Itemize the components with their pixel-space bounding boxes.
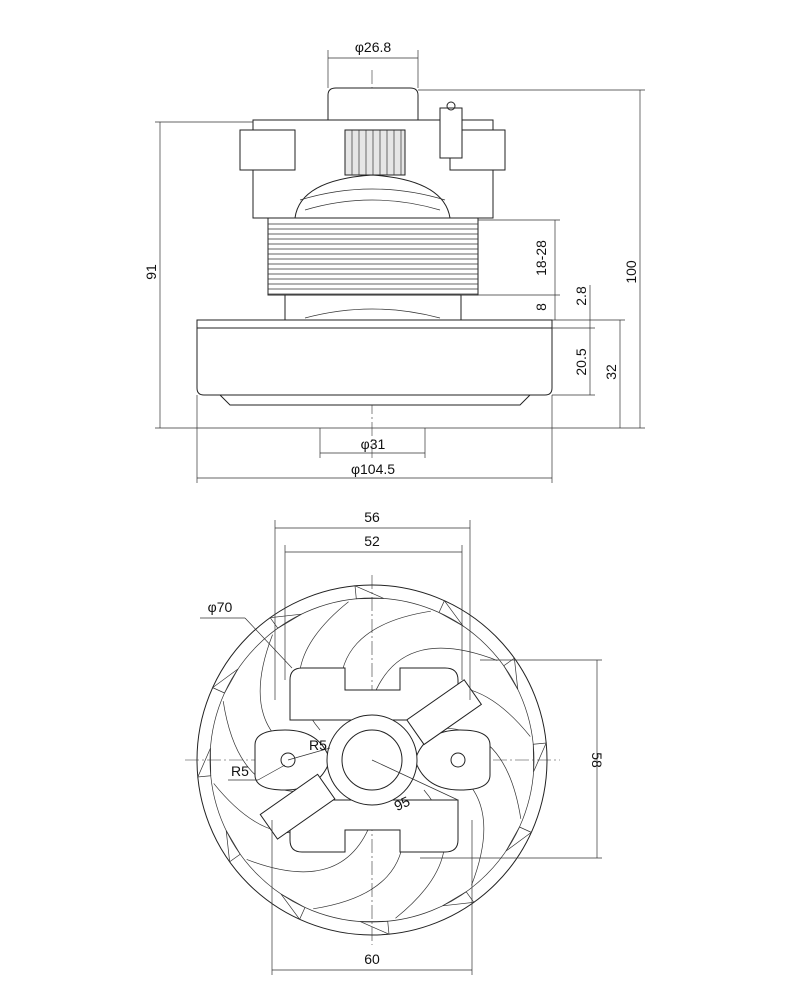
brush-holder-bottom-left [259,773,336,840]
blade-tip [197,748,212,778]
dim-cap-diameter: φ26.8 [355,39,392,55]
mount-hole-right [450,752,466,768]
mount-hole-left [280,752,296,768]
dim-stack-height: 18-28 [533,240,549,276]
commutator-bars [351,130,402,175]
stator-stack [267,217,479,296]
dim-fan-diameter: φ104.5 [351,461,395,477]
fan-housing [196,327,553,396]
dim-width-52: 52 [364,533,380,549]
dim-circle-70: φ70 [208,599,233,615]
lamination-lines [268,223,478,295]
base-plate [196,319,553,329]
bearing-inner [341,729,403,791]
bottom-view: 56 52 φ70 R5 R5 95 58 60 [185,509,605,975]
side-view: φ26.8 91 100 18-28 8 2.8 20.5 32 φ31 φ10… [143,39,645,483]
dim-fan-20-5: 20.5 [573,348,589,375]
dim-radius-b: R5 [231,763,249,779]
terminal [439,107,463,159]
blade-tip [280,893,306,921]
dim-width-60: 60 [364,951,380,967]
dim-width-56: 56 [364,509,380,525]
dim-height-100: 100 [623,260,639,284]
dim-plate-2-8: 2.8 [573,286,589,306]
blade-tip [354,585,384,600]
dim-radius-a: R5 [309,737,327,753]
dim-pcd-95: 95 [391,793,412,814]
blade-tip [503,657,519,690]
dim-height-91: 91 [143,264,159,280]
blade-tip [505,826,533,852]
blade-tip [269,613,302,629]
frame-top [289,667,459,721]
fan-blade [246,819,373,873]
fan-inlet-cone [218,394,532,406]
dim-height-58: 58 [589,752,605,768]
side-dimension-lines [155,50,645,483]
fan-blade [371,647,498,701]
bearing-cap [327,87,419,121]
commutator [344,129,406,176]
dim-fan-32: 32 [603,364,619,380]
bottom-dimension-lines [200,520,602,975]
terminal-hole [446,101,456,111]
blade-tip [225,830,241,863]
frame-bottom [289,799,459,853]
dim-inlet-diameter: φ31 [361,436,386,452]
blade-tip [532,742,547,772]
blade-tip [442,891,475,907]
dim-gap-8: 8 [533,303,549,311]
upper-winding [294,174,451,219]
blade-tip [211,668,239,694]
brush-holder-top-right [406,679,483,746]
blade-tip [438,599,464,627]
brush-holder-left [239,129,296,171]
blade-tip [360,920,390,935]
